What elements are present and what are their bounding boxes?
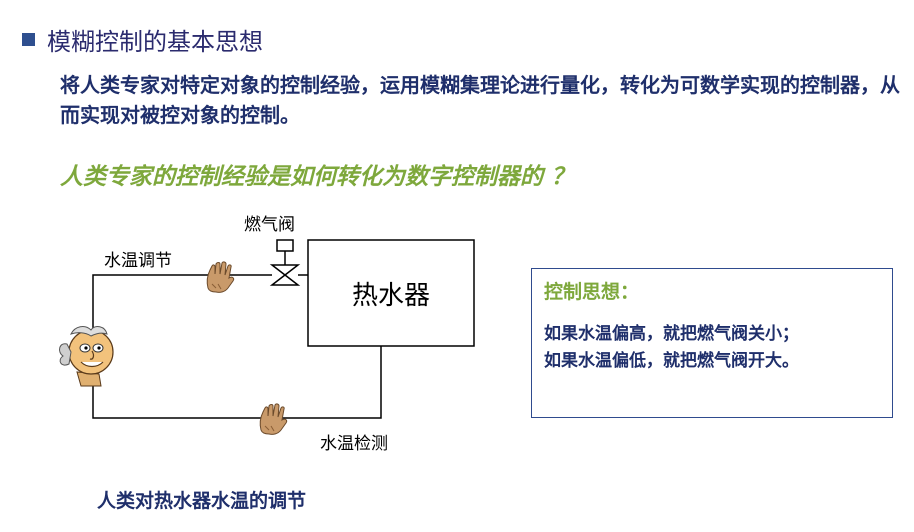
temp-adjust-label: 水温调节: [104, 251, 172, 271]
thought-line: 如果水温偏低，就把燃气阀开大。: [544, 351, 799, 371]
thought-title: 控制思想：: [544, 281, 640, 303]
heater-box: [307, 239, 475, 347]
control-thought-box: 控制思想： 如果水温偏高，就把燃气阀关小； 如果水温偏低，就把燃气阀开大。: [531, 268, 893, 418]
question-text: 人类专家的控制经验是如何转化为数字控制器的 ？: [60, 164, 575, 190]
bottom-wire: [92, 346, 382, 419]
heading-text: 模糊控制的基本思想: [47, 28, 263, 56]
hand-icon: [259, 403, 288, 435]
diagram-caption: 人类对热水器水温的调节: [97, 490, 307, 512]
temp-detect-label: 水温检测: [320, 434, 388, 454]
section-heading: 模糊控制的基本思想: [22, 22, 263, 57]
gas-valve-label: 燃气阀: [244, 215, 295, 235]
valve-icon: [269, 239, 301, 286]
hand-icon: [206, 261, 235, 293]
top-wire: [92, 274, 272, 336]
expert-face-icon: [59, 326, 114, 387]
square-bullet-icon: [22, 33, 35, 46]
intro-paragraph: 将人类专家对特定对象的控制经验，运用模糊集理论进行量化，转化为可数学实现的控制器…: [60, 73, 900, 127]
heater-label: 热水器: [351, 280, 430, 311]
thought-line: 如果水温偏高，就把燃气阀关小；: [544, 324, 799, 344]
